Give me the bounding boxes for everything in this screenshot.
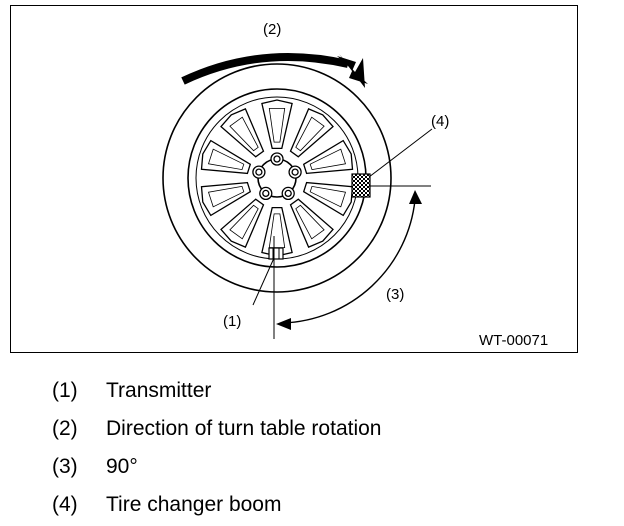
legend-number: (2) bbox=[52, 417, 78, 440]
legend-number: (3) bbox=[52, 455, 78, 478]
callout-1: (1) bbox=[223, 313, 241, 330]
spoke-inner-line bbox=[229, 204, 259, 240]
spoke-inner-line bbox=[309, 148, 347, 171]
wheel-diagram: (2) (4) bbox=[162, 21, 548, 349]
legend-text: Tire changer boom bbox=[106, 493, 282, 516]
transmitter bbox=[268, 247, 284, 260]
lug-nut bbox=[291, 168, 299, 176]
legend-text: Transmitter bbox=[106, 379, 212, 402]
spoke-opening bbox=[289, 108, 334, 158]
figure-code: WT-00071 bbox=[479, 332, 548, 349]
legend-text: 90° bbox=[106, 455, 138, 478]
lug-nut bbox=[273, 155, 281, 163]
tire-changer-boom bbox=[351, 173, 371, 198]
rotation-arrow bbox=[181, 52, 368, 88]
spoke-opening bbox=[200, 181, 252, 217]
wheel-spokes bbox=[200, 99, 354, 257]
spoke-opening bbox=[289, 198, 334, 248]
spoke-inner-line bbox=[268, 108, 286, 143]
spoke-inner-line bbox=[295, 204, 325, 240]
wheel-hub bbox=[252, 152, 302, 201]
spoke-inner-line bbox=[229, 116, 259, 152]
spoke-opening bbox=[220, 198, 265, 248]
legend-number: (1) bbox=[52, 379, 78, 402]
spoke-inner-line bbox=[207, 148, 245, 171]
legend-text: Direction of turn table rotation bbox=[106, 417, 382, 440]
spoke-inner-line bbox=[207, 185, 245, 208]
diagram-frame: (2) (4) bbox=[10, 5, 578, 353]
lug-nut bbox=[262, 189, 270, 198]
spoke-inner-line bbox=[309, 185, 347, 208]
ninety-degree-arrow bbox=[276, 190, 422, 330]
spoke-inner-line bbox=[295, 116, 325, 152]
lug-nut bbox=[255, 168, 263, 176]
callout-2: (2) bbox=[263, 21, 281, 38]
lug-nut bbox=[284, 189, 292, 198]
spoke-opening bbox=[220, 108, 265, 158]
callout-3: (3) bbox=[386, 286, 404, 303]
spoke-inner-line bbox=[268, 213, 286, 249]
legend-number: (4) bbox=[52, 493, 78, 516]
callout-4: (4) bbox=[431, 113, 449, 130]
leader-lines bbox=[252, 128, 433, 339]
spoke-opening bbox=[200, 139, 252, 175]
spoke-opening bbox=[302, 139, 354, 175]
